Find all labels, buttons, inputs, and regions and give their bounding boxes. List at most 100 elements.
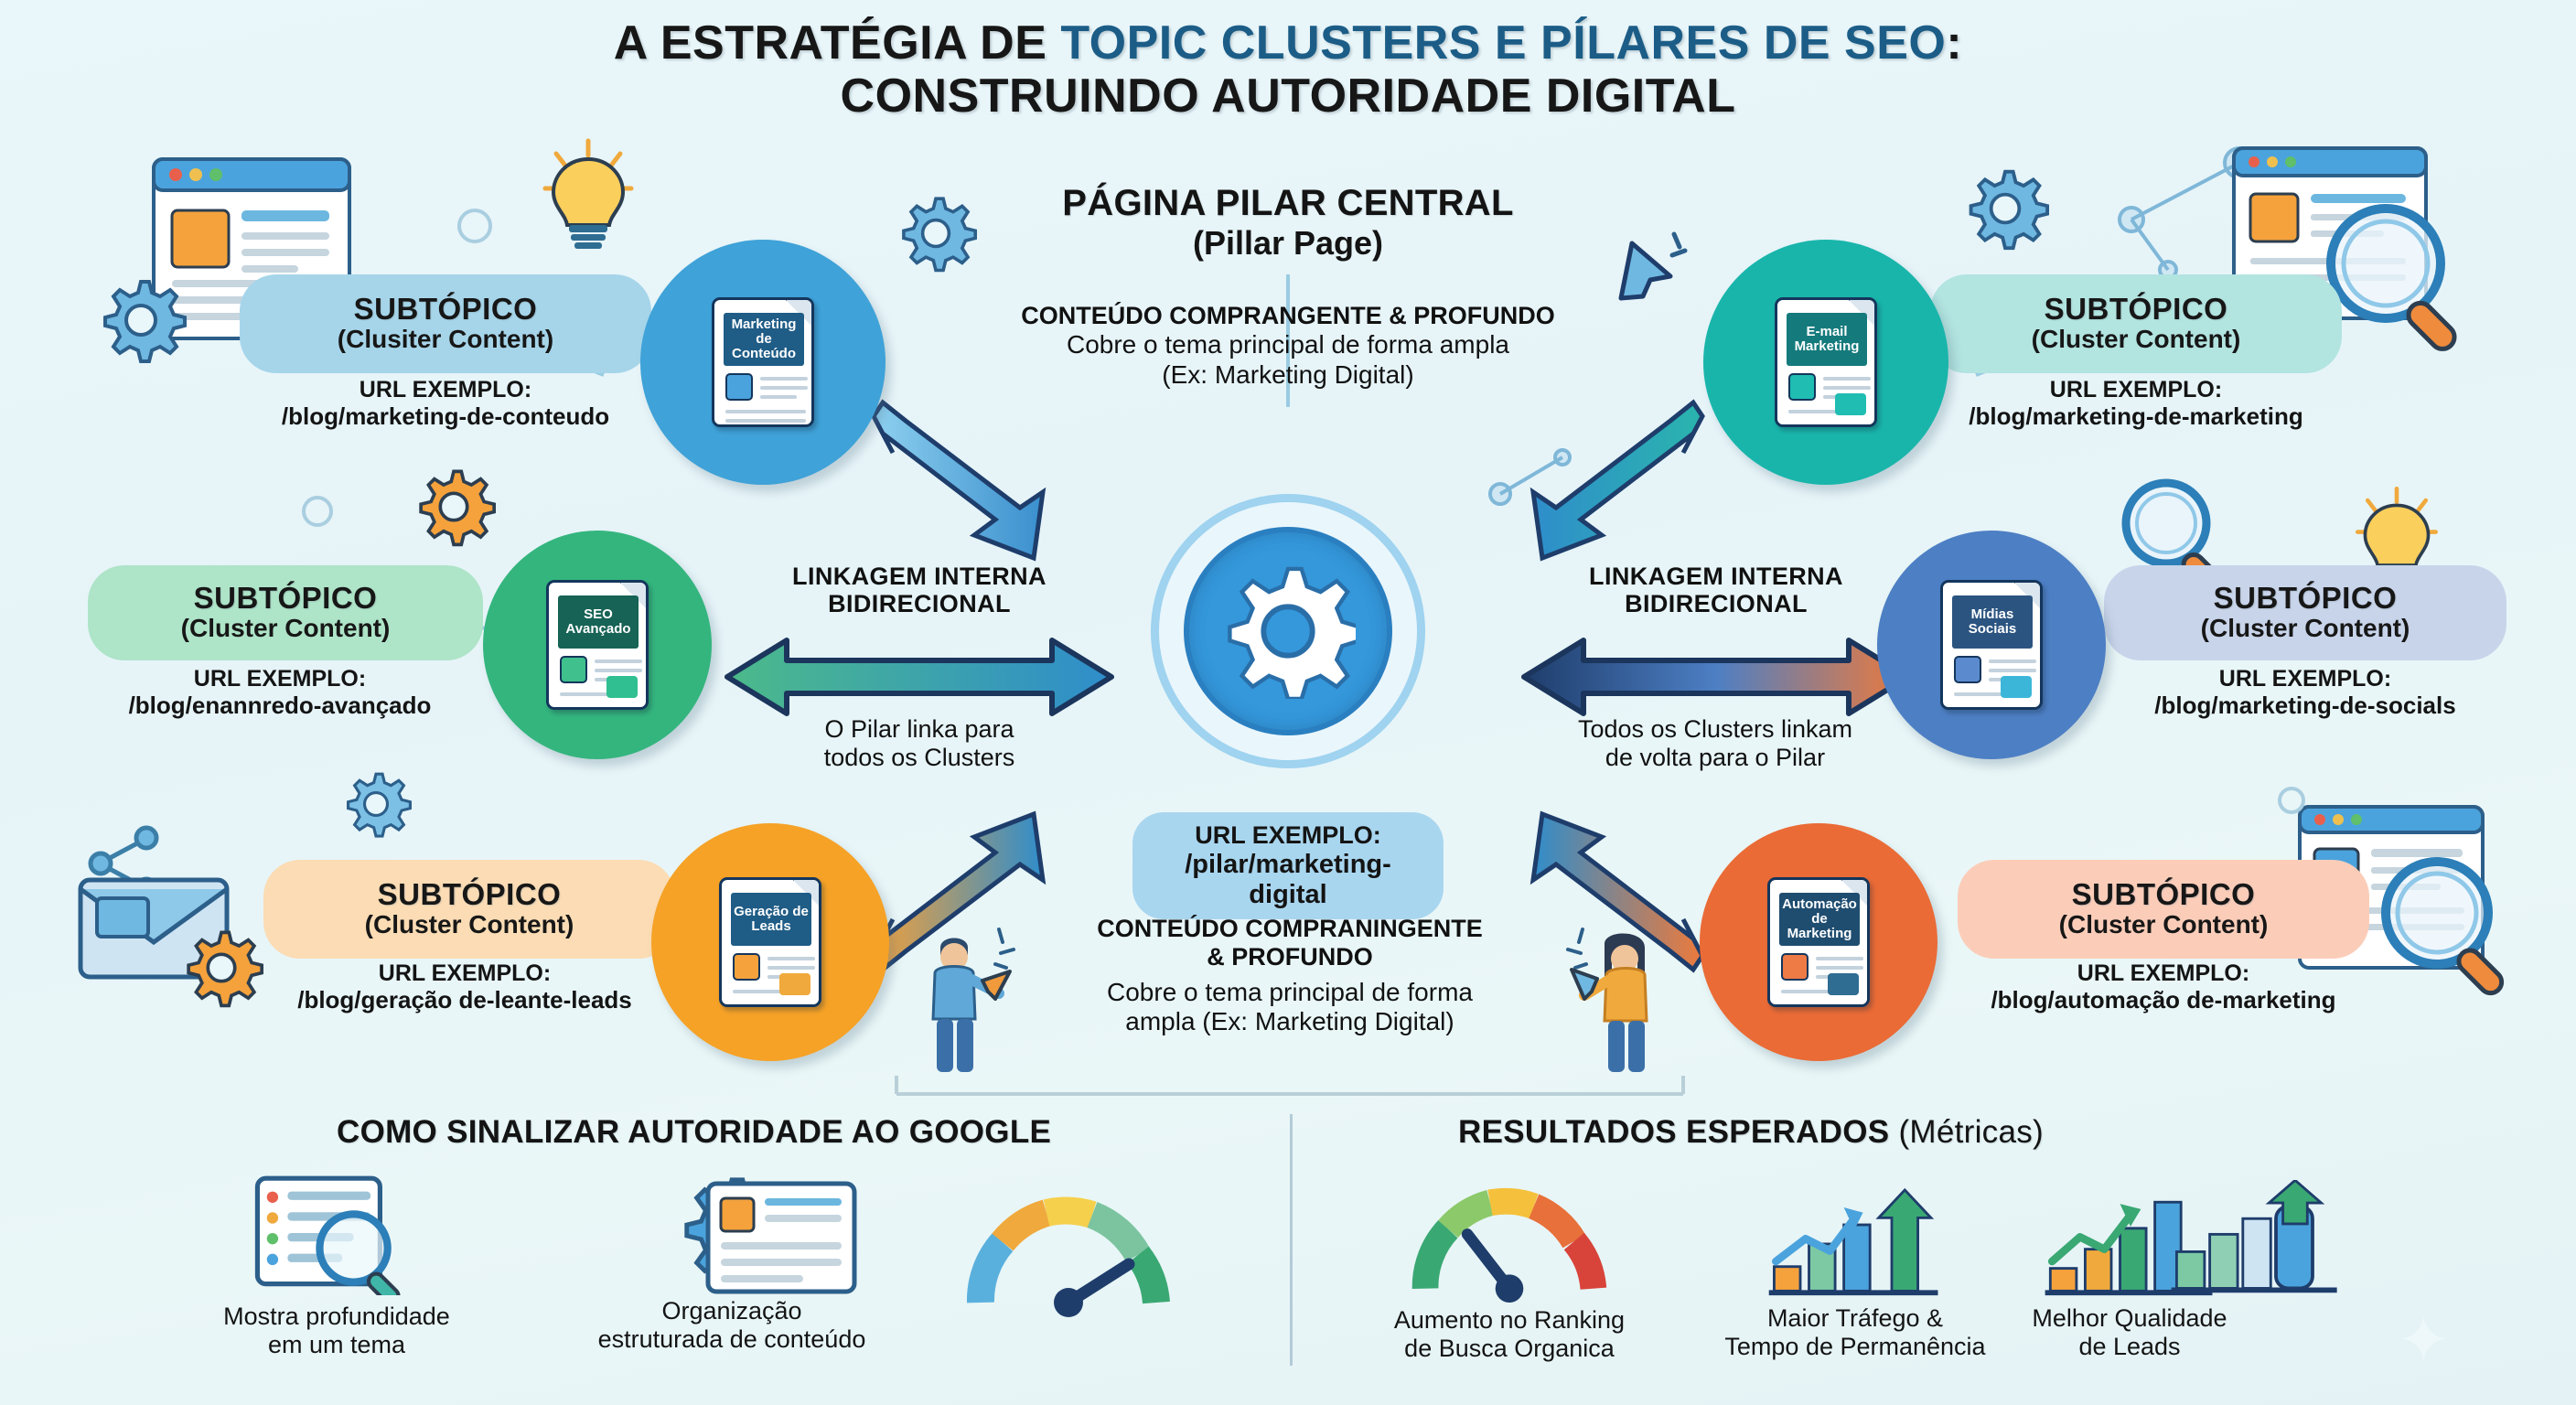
pillar-heading: PÁGINA PILAR CENTRAL (Pillar Page)	[931, 183, 1645, 263]
pillar-url-pill[interactable]: URL EXEMPLO: /pilar/marketing-digital	[1132, 812, 1444, 919]
bottom-item-traffic[interactable]: Maior Tráfego & Tempo de Permanência	[1681, 1185, 2029, 1362]
url-value: /blog/marketing-de-conteudo	[281, 402, 610, 430]
left-panel-title: COMO SINALIZAR AUTORIDADE AO GOOGLE	[337, 1114, 1052, 1150]
caption-line1: Maior Tráfego &	[1766, 1304, 1944, 1332]
pillar-description-top: CONTEÚDO COMPRANGENTE & PROFUNDO Cobre o…	[931, 302, 1645, 390]
node-link-icon	[1488, 448, 1572, 506]
pillar-description-bottom: CONTEÚDO COMPRANINGENTE & PROFUNDO Cobre…	[1015, 915, 1564, 1037]
pillar-desc-line1: Cobre o tema principal de forma ampla	[1066, 330, 1509, 359]
title-line1-part-a: A ESTRATÉGIA DE	[613, 16, 1061, 70]
bottom-divider	[1290, 1114, 1293, 1366]
url-label: URL EXEMPLO:	[378, 960, 552, 986]
url-value: /blog/marketing-de-socials	[2154, 691, 2456, 719]
cluster-node-seo-avancado[interactable]: SEO Avançado	[483, 531, 712, 759]
url-value: /blog/automação de-marketing	[1991, 985, 2336, 1014]
cluster-pill-midias-sociais[interactable]: SUBTÓPICO (Cluster Content)	[2104, 565, 2506, 660]
pillar-bottom-desc-2: ampla (Ex: Marketing Digital)	[1125, 1007, 1454, 1036]
caption-line2: Tempo de Permanência	[1724, 1333, 1986, 1361]
cluster-node-automacao-de-marketing[interactable]: Automação de Marketing	[1700, 823, 1937, 1061]
cluster-node-midias-sociais[interactable]: Mídias Sociais	[1877, 531, 2106, 759]
pillar-hub[interactable]	[1151, 494, 1425, 768]
cluster-pill-email-marketing[interactable]: SUBTÓPICO (Cluster Content)	[1930, 274, 2342, 373]
bottom-item-leads[interactable]: Melhor Qualidade de Leads	[1956, 1185, 2303, 1362]
cluster-subhead: (Cluster Content)	[2058, 910, 2269, 939]
decor-ring	[457, 209, 492, 243]
caption-line1: Aumento no Ranking	[1393, 1306, 1626, 1334]
cluster-pill-seo-avancado[interactable]: SUBTÓPICO (Cluster Content)	[88, 565, 483, 660]
document-title: Geração de Leads	[731, 893, 811, 946]
person-pointing-icon	[915, 924, 1025, 1079]
title-line1-accent: TOPIC CLUSTERS E PÍLARES DE SEO	[1060, 16, 1947, 70]
bottom-item-growth[interactable]	[2166, 1178, 2349, 1307]
pillar-desc-strong: CONTEÚDO COMPRANGENTE & PROFUNDO	[1021, 302, 1555, 329]
cluster-head: SUBTÓPICO	[377, 877, 562, 912]
cluster-head: SUBTÓPICO	[2213, 581, 2398, 616]
lightbulb-icon	[538, 135, 639, 252]
title-line1-part-c: :	[1946, 16, 1963, 70]
right-bidirectional-arrow	[1521, 638, 1911, 716]
left-link-title: LINKAGEM INTERNA BIDIRECIONAL	[723, 563, 1116, 617]
bottom-item-document-search[interactable]: Mostra profundidade em um tema	[135, 1173, 538, 1360]
pillar-bottom-strong-2: & PROFUNDO	[1207, 943, 1373, 971]
bottom-item-gauge-authority[interactable]	[959, 1189, 1178, 1322]
gear-icon	[1228, 566, 1356, 699]
cluster-node-geracao-de-leads[interactable]: Geração de Leads	[651, 823, 889, 1061]
cluster-pill-marketing-de-conteudo[interactable]: SUBTÓPICO (Clusiter Content)	[240, 274, 651, 373]
url-label: URL EXEMPLO:	[2049, 377, 2223, 402]
cluster-node-marketing-de-conteudo[interactable]: Marketing de Conteúdo	[640, 240, 886, 485]
caption-line1: Organização	[661, 1297, 802, 1325]
document-card: Automação de Marketing	[1767, 877, 1870, 1007]
right-link-desc-line2: de volta para o Pilar	[1605, 743, 1826, 771]
bottom-item-layout-structure[interactable]	[704, 1180, 860, 1303]
right-link-desc-line1: Todos os Clusters linkam	[1577, 715, 1853, 743]
decor-ring	[302, 496, 333, 527]
url-value: /blog/enannredo-avançado	[128, 691, 432, 719]
pillar-title: PÁGINA PILAR CENTRAL	[1062, 183, 1514, 223]
right-link-title-line2: BIDIRECIONAL	[1625, 590, 1808, 618]
magnifier-icon	[2326, 204, 2457, 351]
caption-line2: estruturada de conteúdo	[597, 1325, 866, 1354]
document-thumb	[725, 373, 753, 401]
gauge-icon	[967, 1196, 1170, 1317]
caption-line1: Melhor Qualidade	[2032, 1304, 2227, 1332]
cluster-url-seo-avancado: URL EXEMPLO: /blog/enannredo-avançado	[70, 666, 490, 720]
cluster-head: SUBTÓPICO	[353, 292, 538, 327]
left-link-desc: O Pilar linka para todos os Clusters	[723, 715, 1116, 772]
document-title: Automação de Marketing	[1779, 893, 1860, 946]
cluster-pill-geracao-de-leads[interactable]: SUBTÓPICO (Cluster Content)	[263, 860, 675, 959]
document-title: SEO Avançado	[558, 595, 639, 649]
document-card: Geração de Leads	[719, 877, 821, 1007]
cluster-subhead: (Cluster Content)	[2031, 325, 2241, 354]
cluster-head: SUBTÓPICO	[2071, 877, 2256, 912]
right-link-title: LINKAGEM INTERNA BIDIRECIONAL	[1519, 563, 1913, 617]
envelope-share-icon	[75, 823, 267, 988]
document-title: Marketing de Conteúdo	[724, 313, 804, 366]
cluster-subhead: (Cluster Content)	[364, 910, 574, 939]
gear-icon	[412, 465, 496, 549]
cluster-url-marketing-de-conteudo: URL EXEMPLO: /blog/marketing-de-conteudo	[240, 377, 651, 431]
left-bidirectional-arrow	[724, 638, 1114, 716]
cluster-node-email-marketing[interactable]: E-mail Marketing	[1703, 240, 1948, 485]
cluster-head: SUBTÓPICO	[193, 581, 378, 616]
left-link-desc-line2: todos os Clusters	[823, 743, 1015, 771]
cursor-arrow-icon	[1612, 227, 1690, 307]
magnifier-icon	[2113, 472, 2241, 600]
bottom-item-ranking[interactable]: Aumento no Ranking de Busca Organica	[1317, 1180, 1701, 1364]
pillar-bottom-strong-1: CONTEÚDO COMPRANINGENTE	[1097, 915, 1483, 942]
gear-icon	[95, 274, 187, 366]
right-panel-title-strong: RESULTADOS ESPERADOS	[1458, 1114, 1899, 1150]
bar-chart-up-icon	[1768, 1187, 1938, 1296]
gauge-icon	[1411, 1188, 1607, 1303]
left-link-title-line2: BIDIRECIONAL	[828, 590, 1011, 618]
gear-icon	[1961, 165, 2049, 252]
cluster-subhead: (Cluster Content)	[2200, 614, 2410, 643]
pillar-desc-line2: (Ex: Marketing Digital)	[1162, 359, 1414, 389]
document-thumb	[560, 656, 587, 683]
cluster-pill-automacao-de-marketing[interactable]: SUBTÓPICO (Cluster Content)	[1958, 860, 2369, 959]
url-label: URL EXEMPLO:	[359, 377, 532, 402]
right-panel-title: RESULTADOS ESPERADOS (Métricas)	[1458, 1114, 2044, 1151]
document-card: E-mail Marketing	[1775, 297, 1877, 427]
url-label: URL EXEMPLO:	[2077, 960, 2250, 986]
document-card: Mídias Sociais	[1940, 580, 2043, 710]
url-value: /blog/marketing-de-marketing	[1969, 402, 2303, 430]
